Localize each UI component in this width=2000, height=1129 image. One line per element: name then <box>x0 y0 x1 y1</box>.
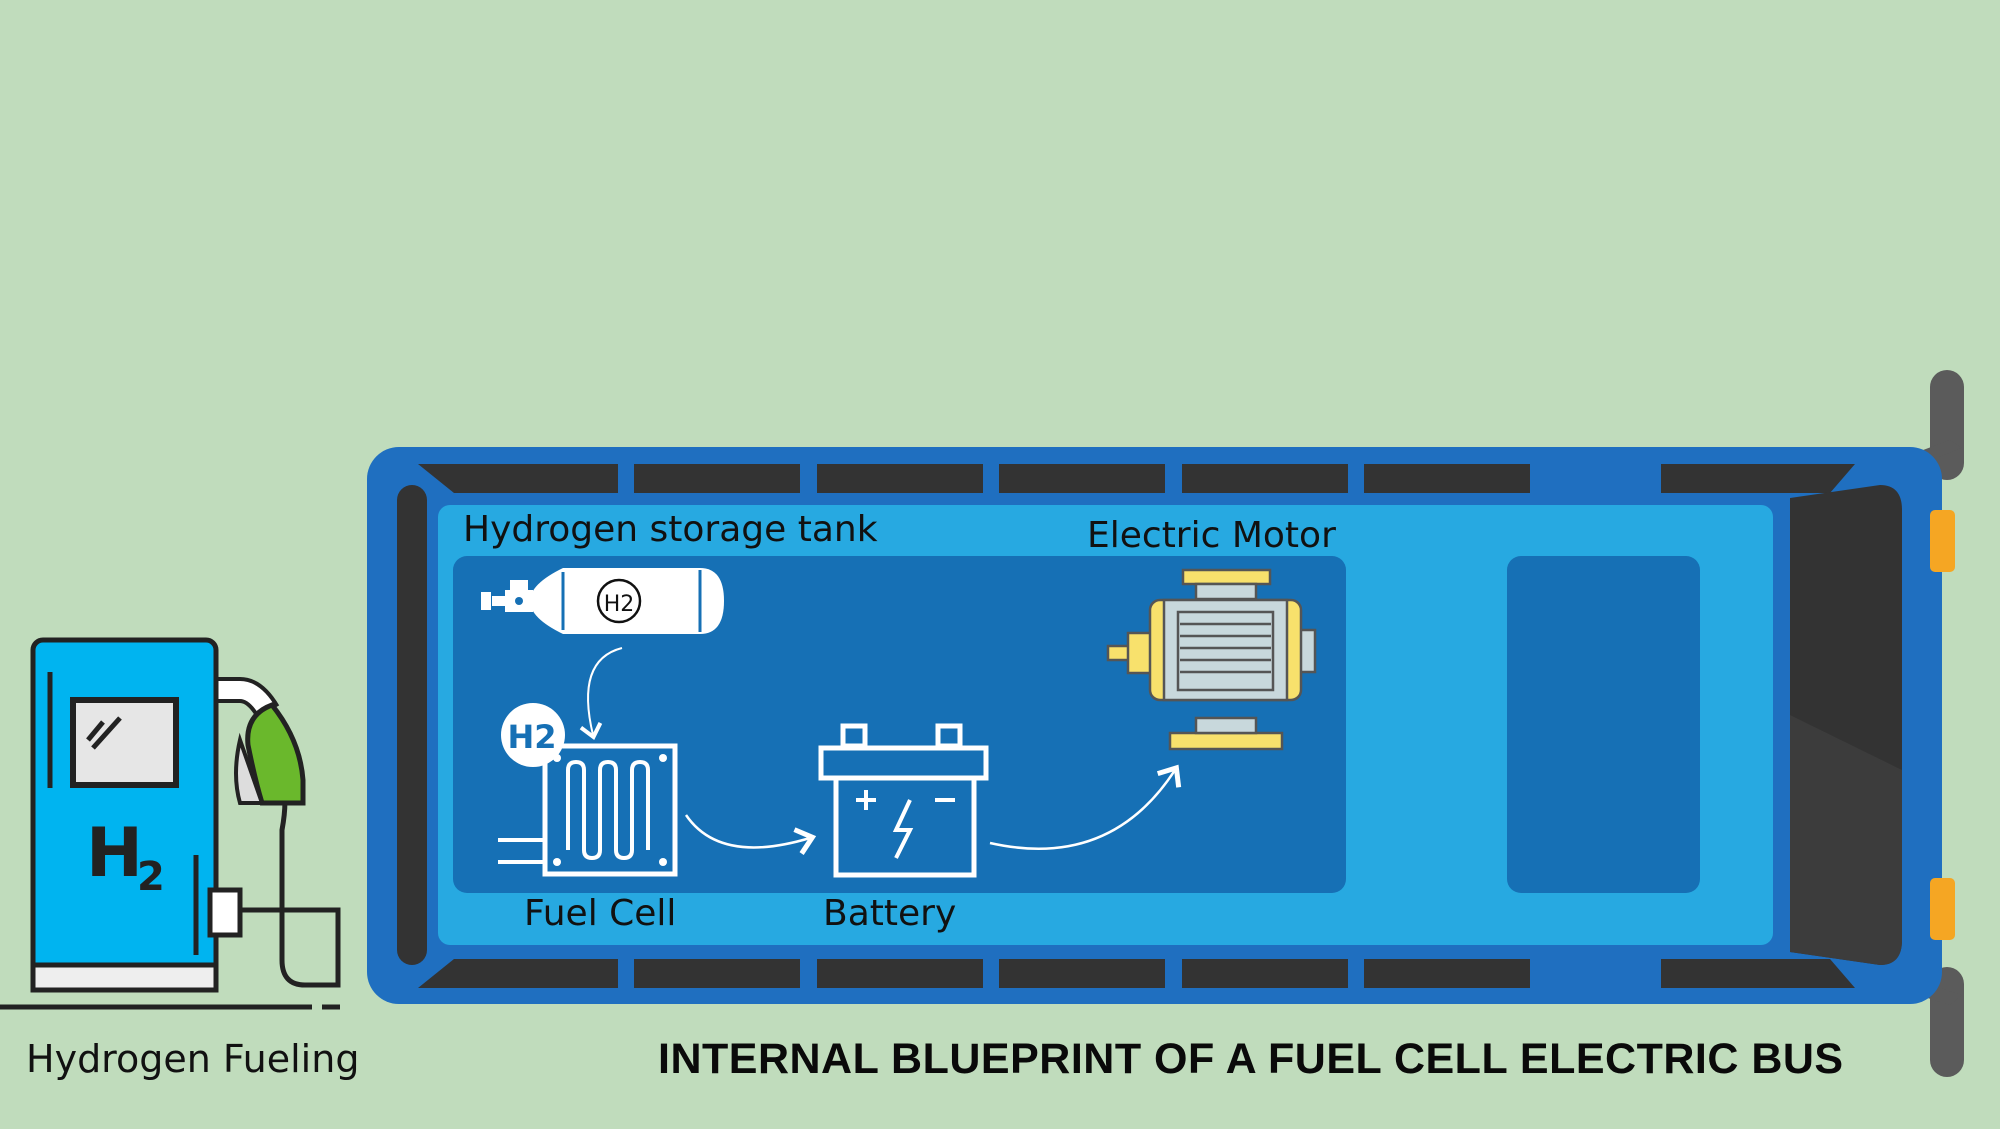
electric-motor-icon <box>1106 568 1317 751</box>
windows-bottom <box>418 959 1855 988</box>
arrow-tank-to-fuelcell <box>579 647 623 740</box>
label-fuel-cell: Fuel Cell <box>524 893 677 934</box>
tank-h2-symbol: H2 <box>604 592 635 617</box>
fuel-cell-icon: H2 <box>498 703 678 877</box>
fuel-cell-h2-symbol: H2 <box>507 718 556 756</box>
bus-windshield <box>1790 485 1902 965</box>
arrow-battery-to-motor <box>989 764 1182 850</box>
pump-h-symbol: H <box>86 814 143 893</box>
front-compartment <box>1507 556 1700 893</box>
arrow-fuelcell-to-battery <box>684 814 817 855</box>
diagram-title: INTERNAL BLUEPRINT OF A FUEL CELL ELECTR… <box>658 1035 1844 1083</box>
pump-screen <box>70 697 179 788</box>
label-hydrogen-fueling: Hydrogen Fueling <box>26 1037 360 1081</box>
label-hydrogen-storage-tank: Hydrogen storage tank <box>463 509 878 550</box>
battery-icon <box>818 723 989 878</box>
headlight-bottom <box>1930 878 1955 940</box>
headlight-top <box>1930 510 1955 572</box>
hydrogen-tank-icon: H2 <box>481 568 724 634</box>
tank-valve-icon <box>481 580 533 612</box>
bus-top-view <box>367 370 1964 1077</box>
hydrogen-fueling-pump: H 2 <box>0 637 341 1010</box>
rear-window <box>397 485 427 965</box>
fuel-cell-h2-badge <box>501 703 565 767</box>
pump-subscript-2: 2 <box>137 854 165 900</box>
label-battery: Battery <box>823 893 957 934</box>
windows-top <box>418 464 1855 493</box>
label-electric-motor: Electric Motor <box>1087 515 1336 556</box>
